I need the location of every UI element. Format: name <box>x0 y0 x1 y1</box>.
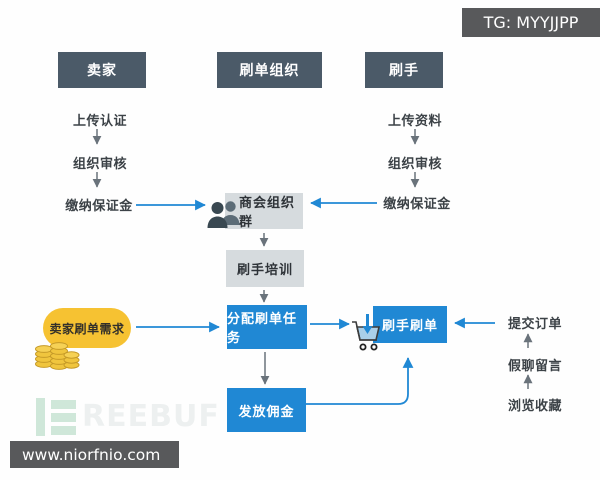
actor-seller-label: 卖家 <box>87 63 117 79</box>
actor-organization-label: 刷单组织 <box>239 63 300 79</box>
training-box: 刷手培训 <box>226 250 304 287</box>
coin-stacks-icon <box>35 342 80 370</box>
actor-box-seller: 卖家 <box>58 52 146 88</box>
order-step-fake-chat: 假聊留言 <box>507 359 562 374</box>
freebuf-watermark-logo: REEBUF <box>36 398 220 436</box>
freebuf-logo-vertical-bar <box>36 398 45 436</box>
brusher-step-upload: 上传资料 <box>387 114 442 129</box>
order-step-submit: 提交订单 <box>507 317 562 332</box>
training-box-label: 刷手培训 <box>236 263 293 278</box>
order-step-browse-favorite: 浏览收藏 <box>507 399 562 414</box>
website-url-label: www.niorfnio.com <box>22 445 161 464</box>
website-url-badge: www.niorfnio.com <box>10 441 179 468</box>
actor-box-brusher: 刷手 <box>365 52 443 88</box>
actor-brusher-label: 刷手 <box>389 63 419 79</box>
commission-box: 发放佣金 <box>227 388 306 432</box>
commission-box-label: 发放佣金 <box>238 404 295 420</box>
freebuf-watermark-text: REEBUF <box>82 399 220 434</box>
arrow-commission-to-brushing <box>306 357 414 405</box>
freebuf-logo-f-bars <box>51 399 76 435</box>
seller-demand-pill: 卖家刷单需求 <box>43 308 131 348</box>
seller-step-upload: 上传认证 <box>72 114 127 129</box>
brushing-box-label: 刷手刷单 <box>381 319 438 334</box>
assign-box-label: 分配刷单任务 <box>227 312 298 346</box>
group-box-label: 商会组织群 <box>239 196 296 230</box>
seller-step-deposit: 缴纳保证金 <box>65 199 133 214</box>
people-icon <box>207 201 240 228</box>
brusher-step-deposit: 缴纳保证金 <box>383 197 451 212</box>
assign-box: 分配刷单任务 <box>227 305 307 349</box>
tg-contact-label: TG: MYYJJPP <box>483 13 579 32</box>
shopping-cart-with-down-arrow-icon <box>352 314 381 351</box>
seller-step-review: 组织审核 <box>72 157 127 172</box>
brusher-step-review: 组织审核 <box>387 157 442 172</box>
seller-demand-label: 卖家刷单需求 <box>49 321 125 336</box>
tg-contact-badge: TG: MYYJJPP <box>462 8 600 37</box>
actor-box-organization: 刷单组织 <box>217 52 322 88</box>
brushing-box: 刷手刷单 <box>373 306 447 343</box>
